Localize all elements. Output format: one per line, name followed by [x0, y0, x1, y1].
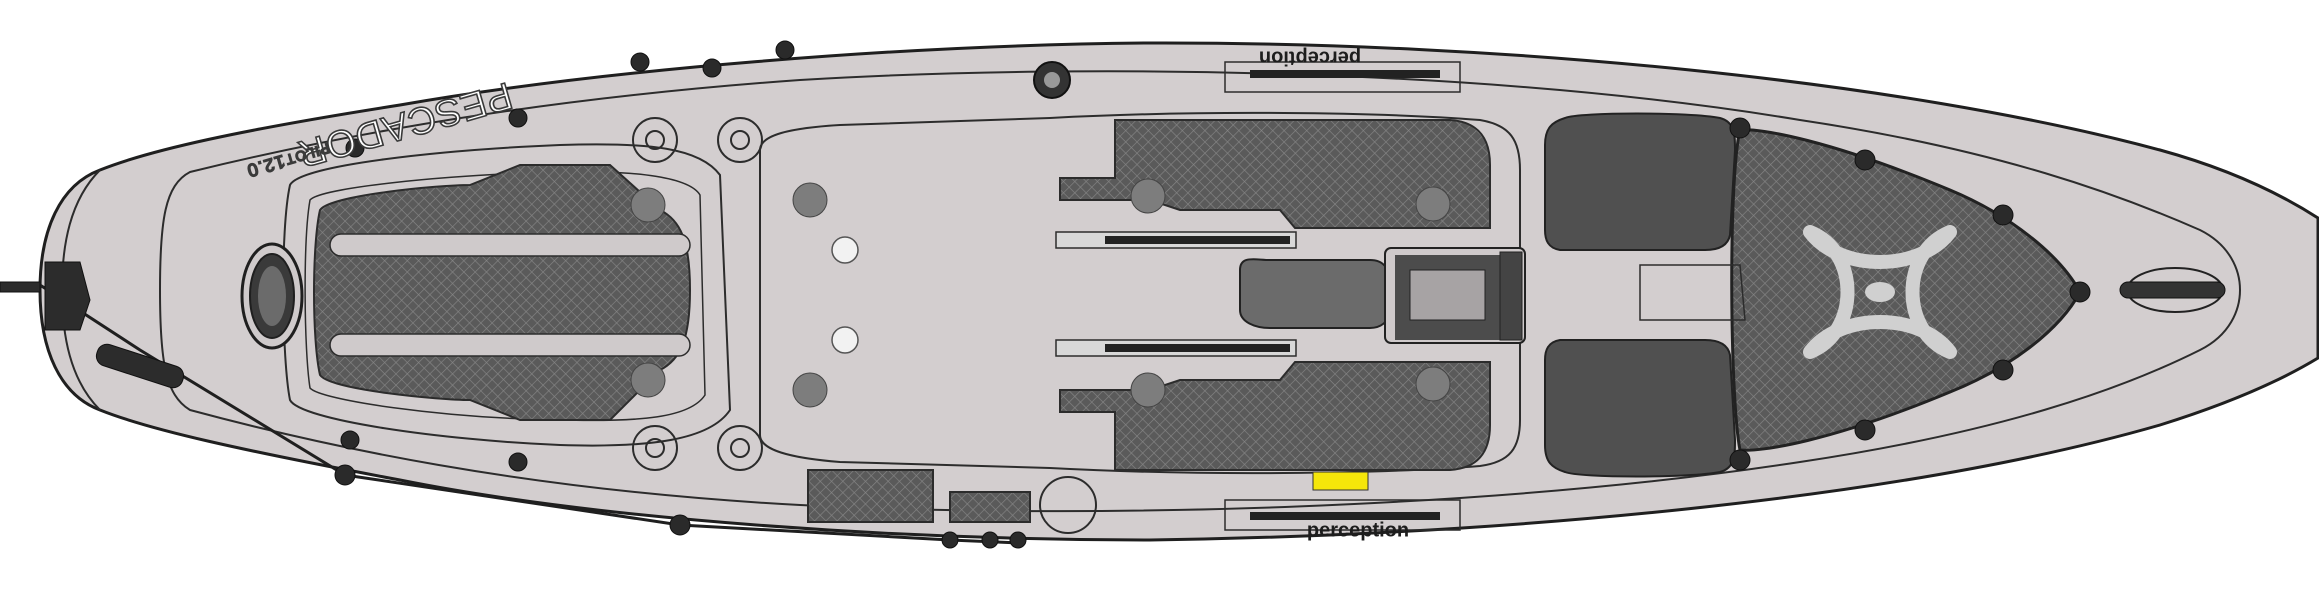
drain-port — [1039, 476, 1097, 534]
brand-bottom: perception — [1307, 519, 1409, 541]
storage-panel — [949, 491, 1031, 523]
front-traction-pad-bottom — [1059, 361, 1491, 471]
rear-tankwell-inner — [304, 170, 706, 422]
seat-mount — [1239, 247, 1526, 344]
round-hatch-icon[interactable] — [1033, 61, 1071, 99]
carry-handle-icon[interactable] — [2119, 267, 2226, 313]
perimeter-line — [39, 283, 1021, 545]
drain-plug-icon — [831, 236, 859, 354]
rear-pad-rib-bottom — [329, 333, 691, 357]
cockpit-dot — [792, 372, 828, 408]
cockpit-dot — [1415, 186, 1451, 222]
rear-pad-dot — [630, 362, 666, 398]
bungee-anchor-icon — [334, 464, 1027, 549]
foot-brace-panel-top — [1544, 112, 1737, 251]
perception-logo-icon — [1803, 225, 1957, 359]
bow-panel-line — [1639, 264, 1746, 321]
rudder-icon[interactable] — [0, 261, 186, 390]
rear-pad-dot — [630, 187, 666, 223]
brand-top: perception — [1259, 47, 1361, 69]
gear-track-icon[interactable] — [1055, 61, 1461, 531]
rear-tankwell — [282, 143, 732, 447]
rear-pad-rib-top — [329, 233, 691, 257]
storage-panel — [807, 469, 934, 523]
yellow-marker — [1312, 471, 1369, 491]
foot-brace-panel-bottom — [1544, 339, 1737, 478]
cockpit-dot — [1415, 366, 1451, 402]
cockpit-dot — [1130, 372, 1166, 408]
padeye-icon[interactable] — [340, 40, 2091, 472]
cockpit-dot — [1130, 178, 1166, 214]
front-traction-pad-top — [1059, 119, 1491, 229]
cockpit-outline — [759, 111, 1521, 475]
cockpit-dot — [792, 182, 828, 218]
rod-holder-icon — [632, 117, 763, 471]
round-hatch-icon[interactable] — [240, 242, 304, 350]
